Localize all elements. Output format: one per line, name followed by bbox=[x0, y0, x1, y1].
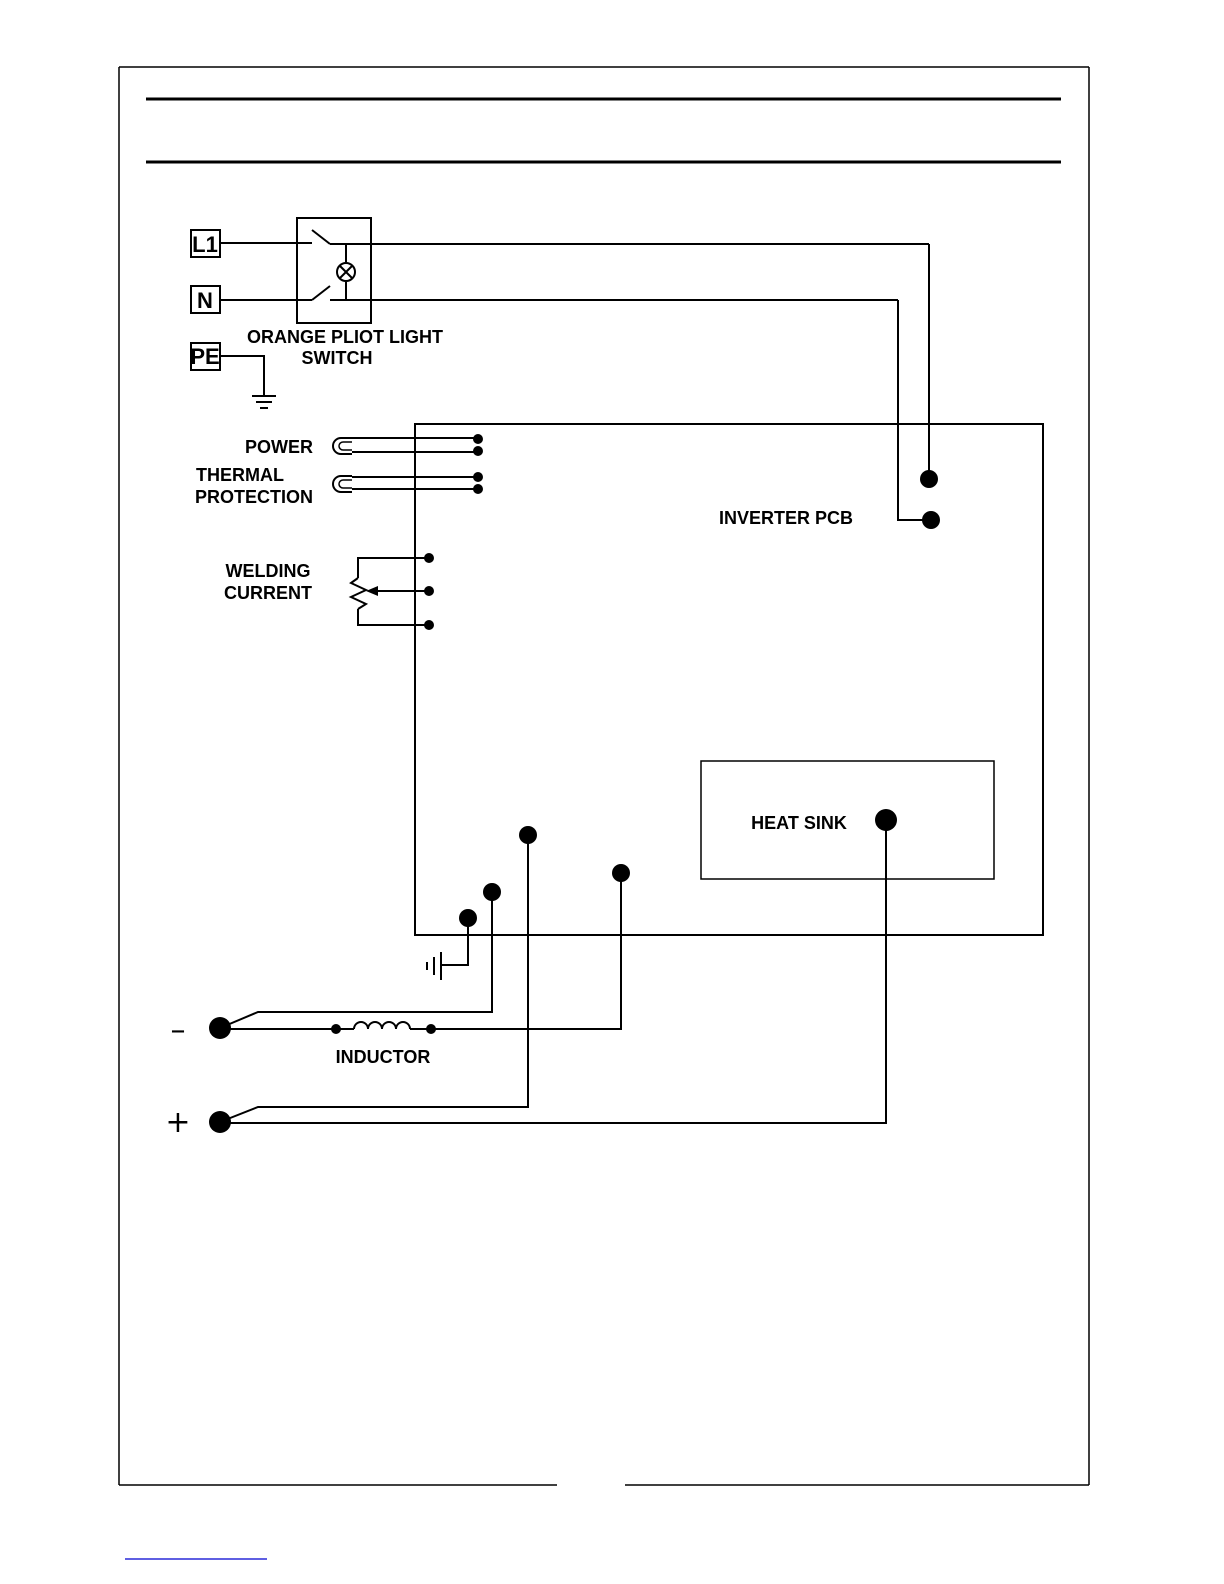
heat-sink-label: HEAT SINK bbox=[751, 813, 847, 833]
inductor-label: INDUCTOR bbox=[336, 1047, 431, 1067]
terminal-l1-label: L1 bbox=[192, 232, 218, 257]
terminal-pe: PE bbox=[190, 343, 220, 370]
negative-sign: – bbox=[171, 1013, 186, 1048]
power-label: POWER bbox=[245, 437, 313, 457]
switch-label-line1: ORANGE PLIOT LIGHT bbox=[247, 327, 443, 347]
inductor-coil bbox=[331, 1022, 436, 1034]
terminal-n: N bbox=[191, 286, 220, 313]
chassis-ground-symbol bbox=[427, 918, 468, 980]
thermal-label-line1: THERMAL bbox=[196, 465, 284, 485]
page-frame bbox=[119, 67, 1089, 1485]
welding-label-line2: CURRENT bbox=[224, 583, 312, 603]
pcb-n-terminal bbox=[922, 511, 940, 529]
positive-sign: + bbox=[165, 1105, 190, 1140]
terminal-l1: L1 bbox=[191, 230, 220, 257]
welding-label-line1: WELDING bbox=[226, 561, 311, 581]
pe-earth-symbol bbox=[220, 356, 276, 408]
pilot-lamp-icon bbox=[337, 263, 355, 281]
thermal-protection-lamp bbox=[333, 472, 483, 494]
thermal-label-line2: PROTECTION bbox=[195, 487, 313, 507]
inductor-wire bbox=[431, 873, 621, 1029]
terminal-pe-label: PE bbox=[190, 344, 219, 369]
pilot-light-switch bbox=[220, 218, 929, 323]
switch-label-line2: SWITCH bbox=[302, 348, 373, 368]
inverter-pcb bbox=[415, 424, 1043, 935]
negative-wire bbox=[220, 892, 492, 1028]
pcb-l1-terminal bbox=[920, 470, 938, 488]
terminal-n-label: N bbox=[197, 288, 213, 313]
inverter-pcb-label: INVERTER PCB bbox=[719, 508, 853, 528]
positive-wire bbox=[220, 835, 528, 1122]
power-indicator-lamp bbox=[333, 434, 483, 456]
heat-sink-wire bbox=[220, 820, 886, 1123]
heat-sink bbox=[701, 761, 994, 879]
welding-current-potentiometer bbox=[351, 553, 434, 630]
